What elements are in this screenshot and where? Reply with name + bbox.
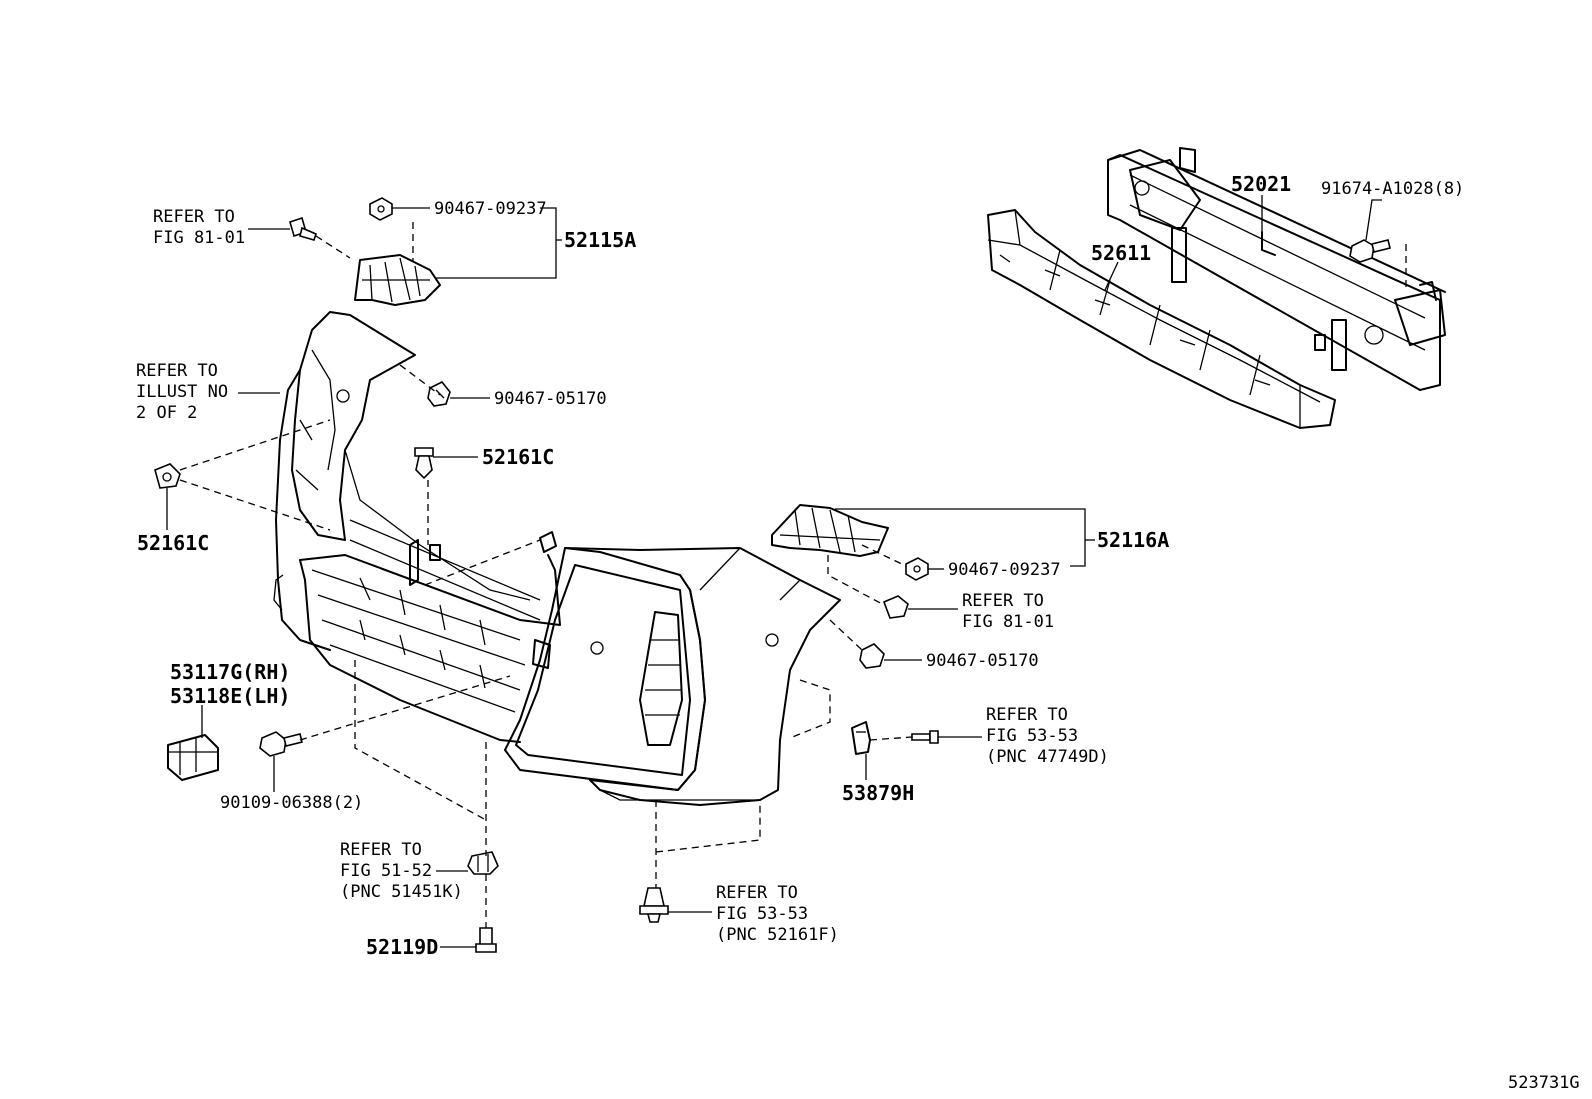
label-52021: 52021	[1231, 172, 1291, 196]
bracket-53879H[interactable]	[851, 721, 871, 755]
svg-text:FIG 53-53: FIG 53-53	[716, 904, 808, 924]
label-53879H: 53879H	[842, 781, 914, 805]
bolt-91674-A1028[interactable]	[1349, 239, 1391, 263]
svg-text:(PNC 52161F): (PNC 52161F)	[716, 925, 839, 945]
bumper-reinforcement-52021[interactable]	[1107, 147, 1446, 391]
clip-90467-09237-top[interactable]	[369, 197, 393, 221]
bolt-refer-81-01-right[interactable]	[882, 595, 909, 619]
label-53117G-53118E: 53117G(RH) 53118E(LH)	[170, 660, 290, 708]
clip-52161C-left[interactable]	[154, 463, 181, 489]
clip-refer-51-52[interactable]	[467, 851, 499, 875]
svg-text:53118E(LH): 53118E(LH)	[170, 684, 290, 708]
svg-text:(PNC 47749D): (PNC 47749D)	[986, 747, 1109, 767]
label-91674-A1028: 91674-A1028(8)	[1321, 179, 1464, 199]
clip-52161C-center[interactable]	[414, 447, 434, 480]
svg-text:2 OF 2: 2 OF 2	[136, 403, 197, 423]
svg-text:REFER TO: REFER TO	[136, 361, 218, 381]
label-52161C-center: 52161C	[482, 445, 554, 469]
bolt-refer-81-01-top[interactable]	[289, 216, 317, 241]
assembly-lines	[179, 222, 1407, 928]
label-90467-05170-right: 90467-05170	[926, 651, 1039, 671]
label-52116A: 52116A	[1097, 528, 1169, 552]
label-90467-09237-top: 90467-09237	[434, 199, 547, 219]
label-90467-09237-right: 90467-09237	[948, 560, 1061, 580]
screw-52119D[interactable]	[475, 927, 497, 953]
svg-text:FIG 81-01: FIG 81-01	[962, 612, 1054, 632]
bracket-52115A[interactable]	[354, 254, 441, 306]
svg-text:REFER TO: REFER TO	[986, 705, 1068, 725]
label-refer-53-53-pnc-52161F: REFER TO FIG 53-53 (PNC 52161F)	[716, 883, 839, 945]
impact-absorber-52611[interactable]	[987, 209, 1336, 429]
svg-text:REFER TO: REFER TO	[716, 883, 798, 903]
screw-refer-53-53-pnc-47749D[interactable]	[911, 730, 939, 744]
clip-90467-09237-right[interactable]	[905, 557, 929, 581]
front-bumper-cover[interactable]	[273, 311, 841, 806]
label-refer-51-52: REFER TO FIG 51-52 (PNC 51451K)	[340, 840, 463, 902]
svg-text:REFER TO: REFER TO	[153, 207, 235, 227]
clip-90467-05170-right[interactable]	[859, 643, 885, 669]
svg-text:ILLUST NO: ILLUST NO	[136, 382, 228, 402]
label-refer-81-01-top: REFER TO FIG 81-01	[153, 207, 245, 248]
label-refer-53-53-pnc-47749D: REFER TO FIG 53-53 (PNC 47749D)	[986, 705, 1109, 767]
svg-text:FIG 51-52: FIG 51-52	[340, 861, 432, 881]
svg-text:FIG 81-01: FIG 81-01	[153, 228, 245, 248]
svg-text:REFER TO: REFER TO	[340, 840, 422, 860]
retainer-53117G[interactable]	[167, 734, 219, 781]
label-refer-illust: REFER TO ILLUST NO 2 OF 2	[136, 361, 228, 423]
label-refer-81-01-right: REFER TO FIG 81-01	[962, 591, 1054, 632]
svg-text:(PNC 51451K): (PNC 51451K)	[340, 882, 463, 902]
pin-refer-53-53-pnc-52161F[interactable]	[639, 887, 669, 923]
label-52115A: 52115A	[564, 228, 636, 252]
label-52161C-left: 52161C	[137, 531, 209, 555]
diagram-id: 523731G	[1508, 1073, 1580, 1093]
bracket-52116A[interactable]	[771, 504, 889, 557]
label-90109-06388: 90109-06388(2)	[220, 793, 363, 813]
label-90467-05170-top: 90467-05170	[494, 389, 607, 409]
svg-text:REFER TO: REFER TO	[962, 591, 1044, 611]
leader-lines	[166, 195, 1382, 948]
bolt-90109-06388[interactable]	[259, 731, 303, 757]
label-52611: 52611	[1091, 241, 1151, 265]
svg-text:53117G(RH): 53117G(RH)	[170, 660, 290, 684]
label-52119D: 52119D	[366, 935, 438, 959]
svg-text:FIG 53-53: FIG 53-53	[986, 726, 1078, 746]
